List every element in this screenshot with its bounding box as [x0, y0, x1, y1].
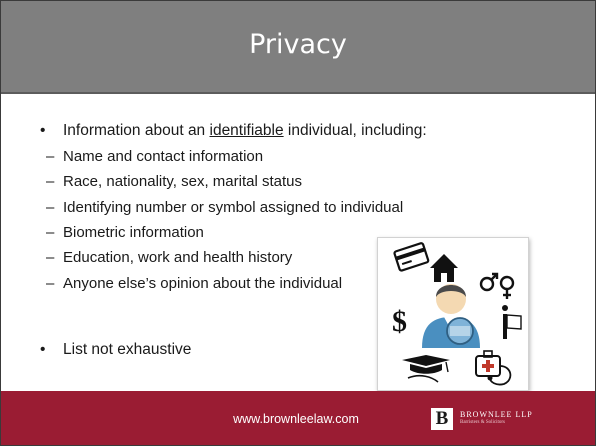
bullet-glyph: • — [40, 122, 46, 139]
sub-item: – Anyone else’s opinion about the indivi… — [46, 275, 343, 292]
svg-text:$: $ — [392, 305, 407, 338]
credit-card-icon — [393, 242, 430, 272]
dollar-sign-icon: $ — [392, 305, 407, 338]
sub-item: – Biometric information — [46, 224, 204, 241]
graduation-cap-icon — [402, 355, 450, 383]
sub-item-text: Anyone else’s opinion about the individu… — [63, 275, 343, 292]
info-icon — [502, 305, 522, 339]
sub-glyph: – — [46, 173, 55, 190]
title-bar: Privacy — [1, 1, 595, 94]
sub-item-text: Education, work and health history — [63, 249, 293, 266]
sub-glyph: – — [46, 148, 55, 165]
footer-website-link[interactable]: www.brownleelaw.com — [233, 412, 359, 426]
bullet-text-prefix: Information about an — [63, 122, 210, 139]
sub-item-text: Race, nationality, sex, marital status — [63, 173, 302, 190]
logo-tagline: Barristers & Solicitors — [460, 420, 505, 425]
house-icon — [430, 254, 458, 282]
sub-item: – Education, work and health history — [46, 249, 293, 266]
person-icon — [422, 284, 480, 348]
bullet-text: List not exhaustive — [63, 341, 192, 358]
logo-name: BROWNLEE LLP — [460, 410, 533, 419]
bullet-glyph: • — [40, 341, 46, 358]
bullet-item: • Information about an identifiable indi… — [40, 122, 427, 140]
sub-item: – Race, nationality, sex, marital status — [46, 173, 302, 190]
sub-item: – Identifying number or symbol assigned … — [46, 199, 404, 216]
sub-glyph: – — [46, 224, 55, 241]
sub-item-text: Biometric information — [63, 224, 204, 241]
sub-item: – Name and contact information — [46, 148, 264, 165]
bullet-text-emphasis: identifiable — [209, 122, 284, 139]
sub-item-text: Name and contact information — [63, 148, 264, 165]
bullet-item: • List not exhaustive — [40, 341, 192, 359]
sub-glyph: – — [46, 249, 55, 266]
sub-item-text: Identifying number or symbol assigned to… — [63, 199, 404, 216]
personal-information-graphic: $ — [377, 237, 529, 391]
firm-logo: B BROWNLEE LLP Barristers & Solicitors — [431, 408, 551, 430]
gender-symbols-icon — [479, 272, 515, 299]
sub-glyph: – — [46, 275, 55, 292]
slide-body: • Information about an identifiable indi… — [1, 94, 595, 391]
bullet-text-suffix: individual, including: — [283, 122, 427, 139]
footer-bar: www.brownleelaw.com B BROWNLEE LLP Barri… — [1, 391, 595, 445]
logo-letter: B — [431, 408, 453, 430]
medical-kit-icon — [475, 350, 512, 386]
sub-glyph: – — [46, 199, 55, 216]
slide-title: Privacy — [249, 29, 347, 60]
